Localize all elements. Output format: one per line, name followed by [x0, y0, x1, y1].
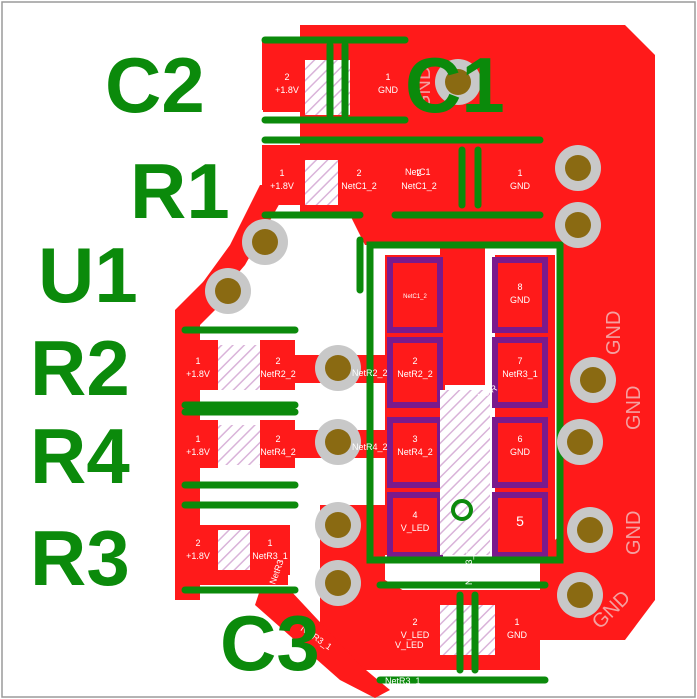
via — [205, 268, 251, 314]
trace-label-gnd: GND — [603, 311, 625, 355]
vias — [205, 59, 616, 618]
pad-num: 1 — [267, 538, 272, 548]
pad-num: 1 — [385, 72, 390, 82]
pad-num: 2 — [195, 538, 200, 548]
u1-copper-center — [440, 245, 485, 385]
via — [555, 202, 601, 248]
silkscreen-layer — [181, 36, 564, 684]
pad-num: 2 — [412, 356, 417, 366]
pad-net: V_LED — [401, 523, 430, 533]
trace-label-gnd: GND — [623, 511, 645, 555]
via — [315, 345, 361, 391]
pad-num: NetC1_2 — [403, 294, 427, 300]
pad-net: +1.8V — [186, 447, 210, 457]
pad-net: NetR2_2 — [260, 369, 296, 379]
pad-net: NetR4_2 — [397, 447, 433, 457]
pad-num: 1 — [195, 356, 200, 366]
pad-labels: 2 +1.8V 1 GND 1 +1.8V 2 NetC1_2 2 NetC1_… — [186, 72, 538, 640]
pad-net: +1.8V — [186, 551, 210, 561]
pad-num: 7 — [517, 356, 522, 366]
pad-num: 1 — [517, 168, 522, 178]
designator-r3: R3 — [30, 514, 130, 602]
pad-num: 6 — [517, 434, 522, 444]
pad-net: +1.8V — [270, 181, 294, 191]
trace-label-netr3: NetR3_1 — [385, 676, 421, 686]
trace-label-netr2: NetR2_2 — [352, 368, 388, 378]
pad-net: NetR2_2 — [397, 369, 433, 379]
via — [242, 219, 288, 265]
designator-u1: U1 — [38, 231, 138, 319]
pad-num: 1 — [195, 434, 200, 444]
trace-label-gnd: GND — [623, 386, 645, 430]
via — [315, 560, 361, 606]
pad-num: 2 — [275, 434, 280, 444]
smd-pads — [178, 50, 540, 660]
via — [557, 419, 603, 465]
designators: C2 C1 R1 U1 R2 R4 R3 C3 — [30, 41, 505, 687]
pad-num: 1 — [514, 617, 519, 627]
designator-c1: C1 — [405, 41, 505, 129]
trace-label-netc1: NetC1 — [405, 167, 431, 177]
designator-c2: C2 — [105, 41, 205, 129]
trace-label-netr4: NetR4_2 — [352, 442, 388, 452]
pad-net: GND — [378, 85, 399, 95]
pad-net: +1.8V — [275, 85, 299, 95]
via — [570, 357, 616, 403]
pad-num: 3 — [412, 434, 417, 444]
via — [435, 59, 481, 105]
via — [567, 507, 613, 553]
pad-num: 2 — [284, 72, 289, 82]
pad-net: NetC1_2 — [401, 181, 437, 191]
pad-num: 1 — [279, 168, 284, 178]
pad-net: GND — [510, 295, 531, 305]
pad-net: NetC1_2 — [341, 181, 377, 191]
trace-netr3-bottom — [255, 590, 390, 698]
pad-num: 5 — [516, 513, 524, 529]
pad-num: 2 — [275, 356, 280, 366]
pad-num: 2 — [356, 168, 361, 178]
pad-net: GND — [507, 630, 528, 640]
pad-net: V_LED — [401, 630, 430, 640]
designator-r2: R2 — [30, 324, 130, 412]
trace-label-gnd: GND — [413, 66, 435, 110]
pad-num: 2 — [412, 617, 417, 627]
trace-label-vled: V_LED — [395, 640, 424, 650]
pad-net: NetR3_1 — [502, 369, 538, 379]
pad-net: NetR4_2 — [260, 447, 296, 457]
pad-num: 8 — [517, 282, 522, 292]
pad-num: 4 — [412, 510, 417, 520]
trace-label-netr3: NetR3_1 — [464, 549, 474, 585]
via — [555, 145, 601, 191]
pad-net: +1.8V — [186, 369, 210, 379]
via — [315, 502, 361, 548]
designator-c3: C3 — [220, 599, 320, 687]
pad-net: GND — [510, 447, 531, 457]
via — [557, 572, 603, 618]
pad-net: NetR3_1 — [252, 551, 288, 561]
pad-net: GND — [510, 181, 531, 191]
designator-r4: R4 — [30, 412, 130, 500]
pad-num: 2 — [416, 168, 421, 178]
via — [315, 419, 361, 465]
designator-r1: R1 — [130, 147, 230, 235]
